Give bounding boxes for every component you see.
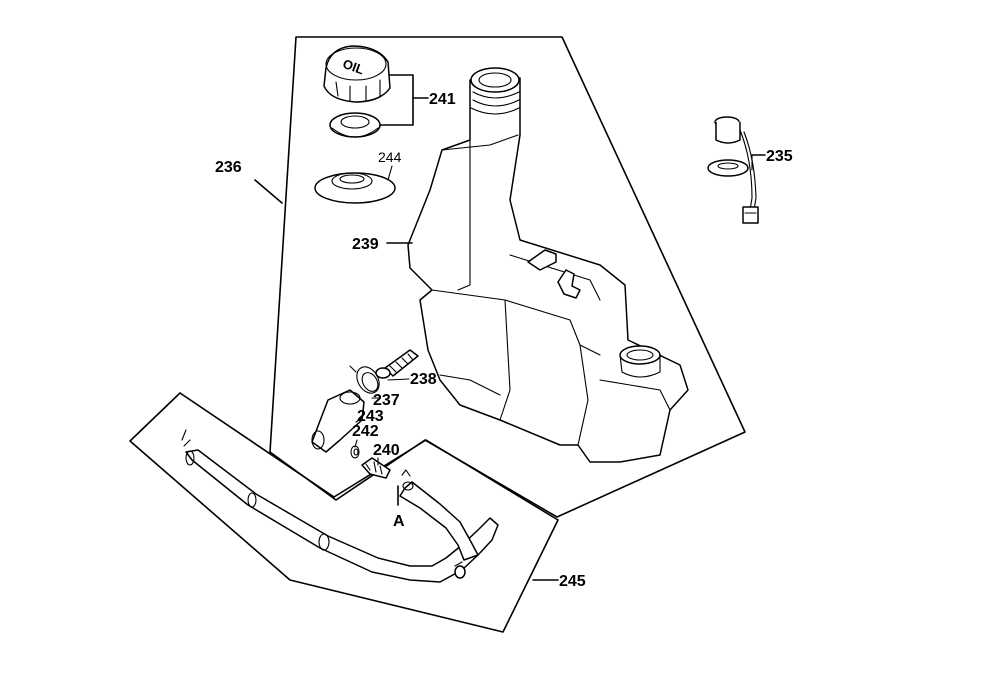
clamp-237	[349, 365, 380, 394]
callout-242: 242	[352, 423, 379, 440]
callout-243: 243	[357, 408, 384, 425]
callout-236: 236	[215, 159, 242, 176]
callout-A: A	[393, 513, 405, 530]
oil-cap-241: OIL	[323, 45, 391, 103]
callout-245: 245	[559, 573, 586, 590]
level-sensor-235	[707, 116, 766, 224]
callout-240: 240	[373, 442, 400, 459]
elbow-fitting-243	[311, 389, 365, 453]
hose-frame-245	[129, 392, 559, 633]
connector-240	[361, 457, 391, 479]
cap-seal	[329, 112, 381, 138]
callout-labels: 235 236 237 238 239 240 241 242 243 244 …	[215, 91, 793, 590]
leader-lines	[254, 179, 559, 581]
o-ring-242	[350, 445, 360, 459]
screw-238	[375, 349, 419, 379]
bracket-241	[379, 74, 429, 126]
oil-tank-239	[407, 67, 689, 463]
cap-label: OIL	[341, 56, 367, 78]
grommet-244	[314, 165, 396, 204]
callout-244: 244	[378, 149, 402, 165]
callout-237: 237	[373, 392, 400, 409]
callout-239: 239	[352, 236, 379, 253]
hose-245	[181, 429, 499, 583]
callout-238: 238	[410, 371, 437, 388]
callout-241: 241	[429, 91, 456, 108]
callout-235: 235	[766, 148, 793, 165]
